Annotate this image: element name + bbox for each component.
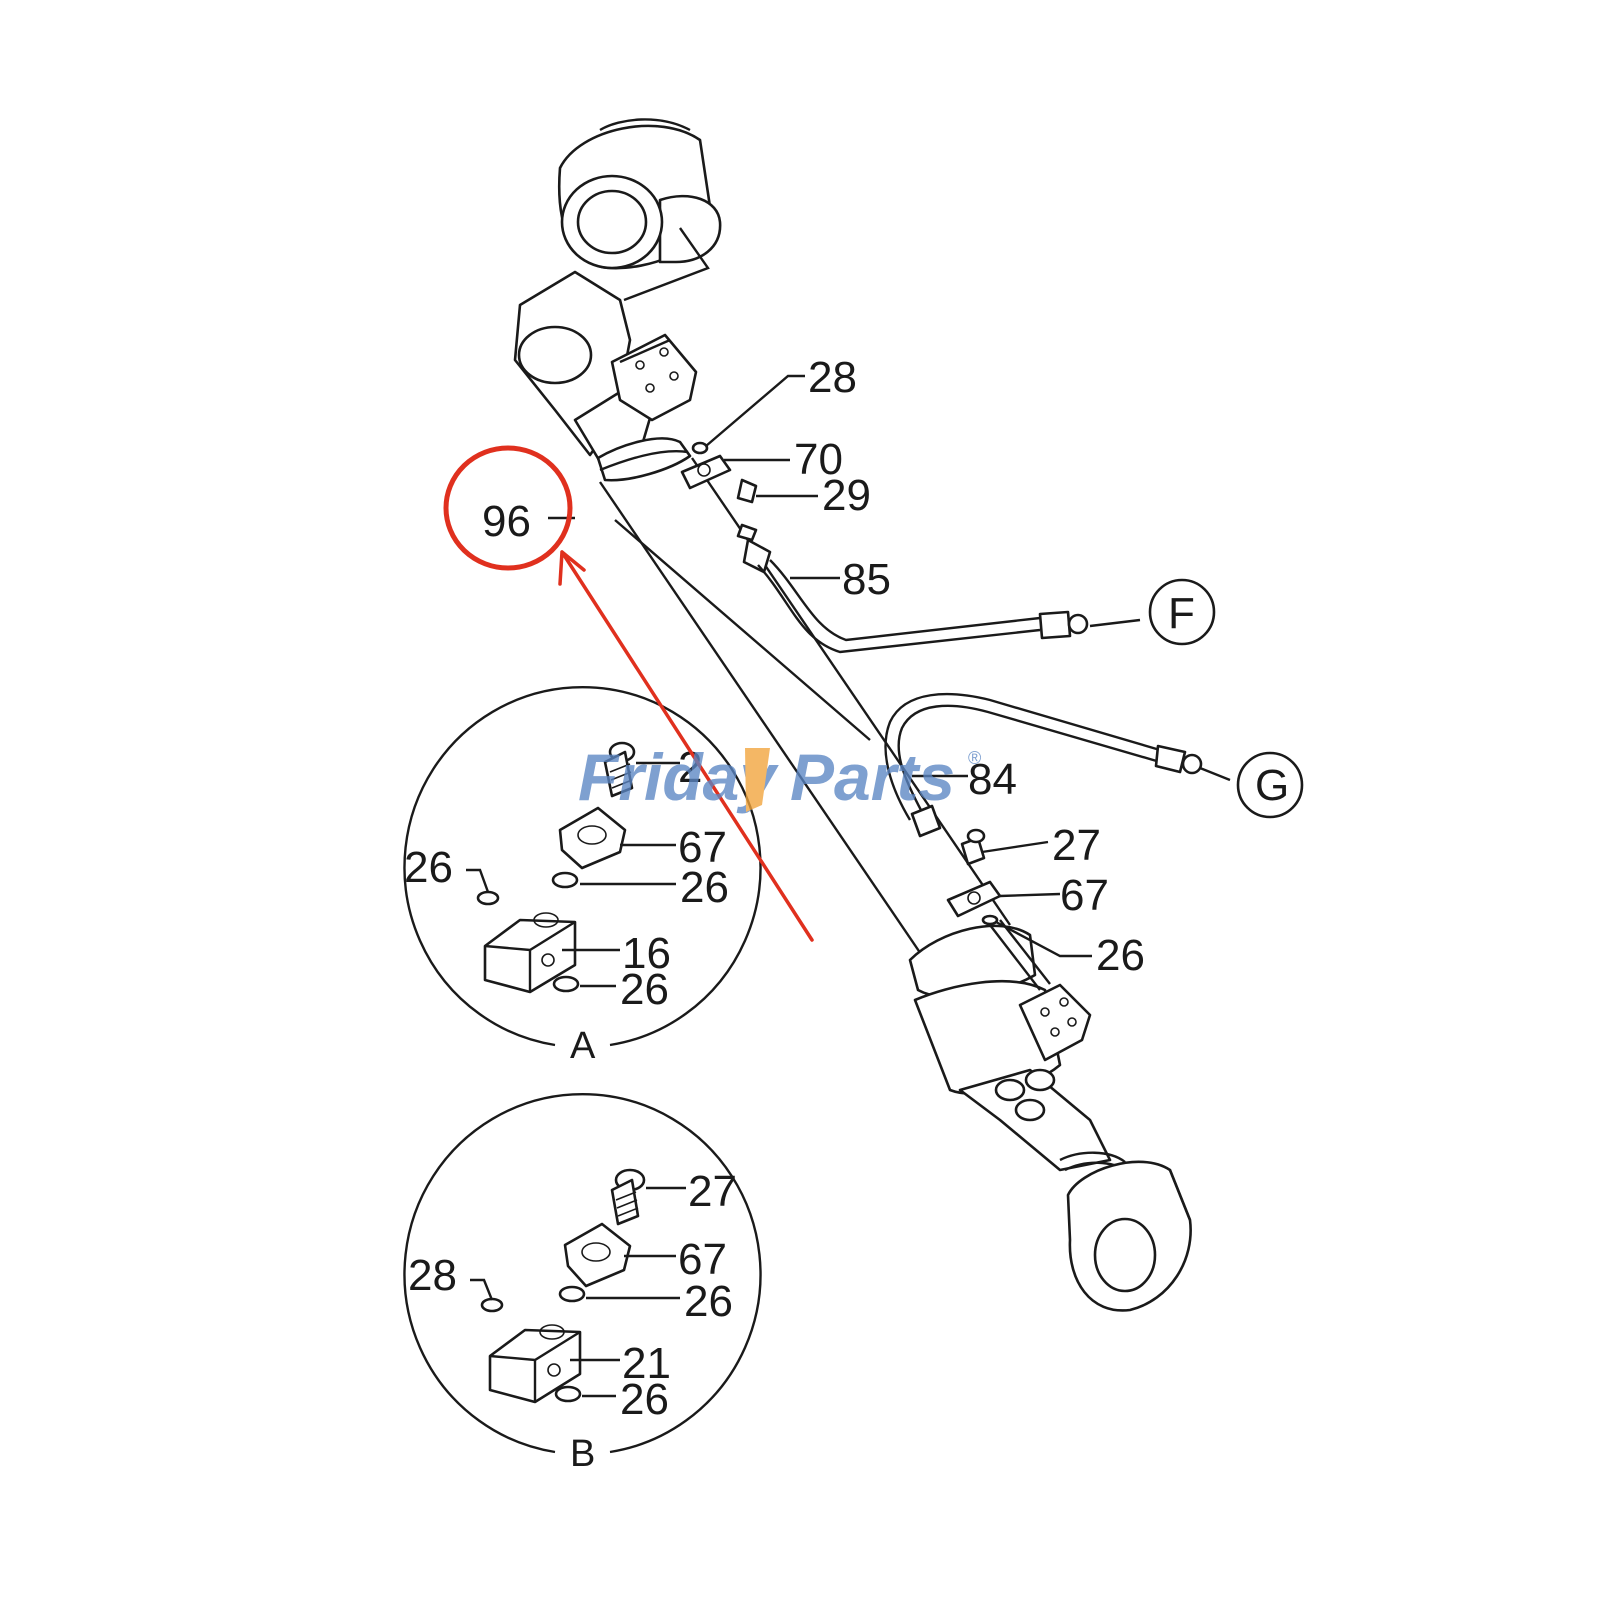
label-b-27: 27 — [688, 1167, 737, 1216]
lower-port-fittings — [946, 828, 1051, 991]
detail-b — [403, 1093, 762, 1454]
label-b-26-right: 26 — [684, 1277, 733, 1326]
detail-a-caption: A — [570, 1025, 596, 1067]
hose-84 — [884, 692, 1203, 838]
highlight-arrow — [558, 550, 814, 942]
hose-85 — [757, 559, 1089, 654]
cylinder-head-top — [513, 270, 698, 482]
watermark-logo: Friday Parts ® — [578, 740, 981, 814]
label-29: 29 — [822, 471, 871, 520]
label-a-26-right: 26 — [680, 863, 729, 912]
highlight-circle — [443, 445, 573, 571]
label-70: 70 — [794, 435, 843, 484]
label-84: 84 — [968, 755, 1017, 804]
label-28-top: 28 — [808, 353, 857, 402]
highlight-annotation — [443, 445, 814, 942]
top-pin-bushing — [557, 118, 722, 302]
label-26-main: 26 — [1096, 931, 1145, 980]
watermark-text-right: Parts — [790, 740, 955, 814]
callout-g: G — [1255, 761, 1289, 810]
label-b-67: 67 — [678, 1235, 727, 1284]
watermark-swoosh-icon — [745, 748, 770, 812]
detail-a — [403, 686, 762, 1047]
cylinder-end-bottom — [908, 924, 1192, 1312]
detail-b-caption: B — [570, 1433, 595, 1475]
label-a-26-bottom: 26 — [620, 965, 669, 1014]
label-b-28: 28 — [408, 1251, 457, 1300]
label-a-26-left: 26 — [404, 843, 453, 892]
callout-g-circle — [1236, 751, 1304, 819]
label-b-26-bottom: 26 — [620, 1375, 669, 1424]
upper-port-fittings — [680, 441, 772, 574]
main-leader-lines — [548, 374, 1231, 958]
label-b-21: 21 — [622, 1339, 671, 1388]
label-67-main: 67 — [1060, 871, 1109, 920]
callout-f: F — [1168, 589, 1195, 638]
label-27-main: 27 — [1052, 821, 1101, 870]
label-a-67: 67 — [678, 823, 727, 872]
label-85: 85 — [842, 555, 891, 604]
label-96: 96 — [482, 497, 531, 546]
label-a-16: 16 — [622, 929, 671, 978]
callout-f-circle — [1148, 578, 1216, 646]
watermark-registered-mark: ® — [968, 748, 981, 768]
